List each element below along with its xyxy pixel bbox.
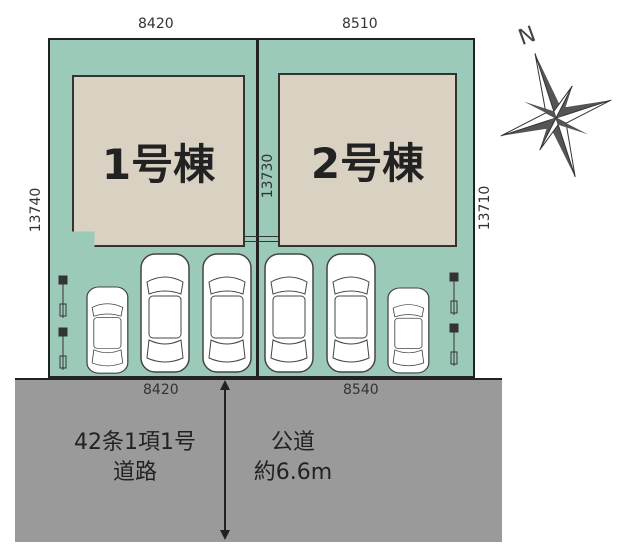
road-type-label: 42条1項1号 道路 [45, 428, 225, 488]
dim-top-left: 8420 [138, 16, 174, 32]
car-6 [387, 287, 430, 374]
compass-rose-icon [500, 53, 612, 178]
bicycle-icon [449, 323, 459, 366]
building-1: 1号棟 [72, 75, 245, 247]
dim-top-right: 8510 [342, 16, 378, 32]
car-2 [140, 253, 190, 373]
road-type-line1: 42条1項1号 [74, 430, 196, 455]
car-5 [326, 253, 376, 373]
connector-line [245, 236, 278, 242]
road-public-label: 公道 [270, 430, 315, 455]
road-type-line2: 道路 [112, 460, 157, 485]
bicycle-icon [58, 275, 68, 318]
building-2: 2号棟 [278, 73, 457, 247]
bicycle-icon [449, 272, 459, 315]
car-3 [202, 253, 252, 373]
building-1-label: 1号棟 [101, 139, 216, 189]
bicycle-icon [58, 327, 68, 370]
car-1 [86, 286, 129, 374]
building-2-label: 2号棟 [310, 138, 425, 188]
road-width-arrow [220, 380, 230, 540]
road-width-value: 約6.6m [253, 460, 333, 485]
road [15, 378, 502, 542]
car-4 [264, 253, 314, 373]
dim-bottom-right: 8540 [343, 382, 379, 398]
dim-bottom-left: 8420 [143, 382, 179, 398]
road-width-label: 公道 約6.6m [238, 428, 348, 488]
